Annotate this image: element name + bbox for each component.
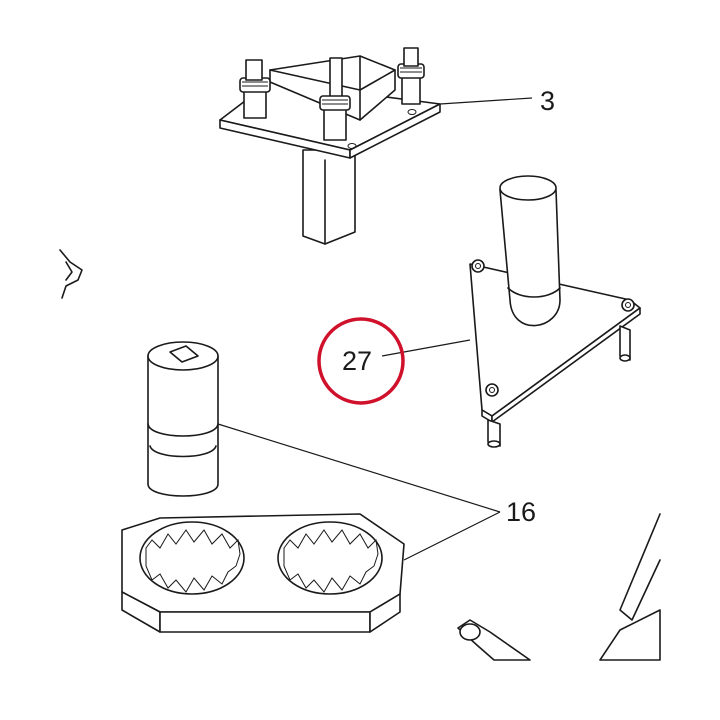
partial-part-bottom-right	[457, 513, 661, 661]
callout-3: 3	[540, 86, 555, 116]
part-27-triangle-tool	[469, 175, 641, 448]
callout-16: 16	[506, 497, 536, 527]
leader-line-16-lower	[403, 511, 501, 561]
partial-part-left	[59, 249, 83, 299]
highlight-circle	[317, 317, 405, 405]
callout-27: 27	[342, 346, 372, 376]
part-16-spline-plate	[121, 513, 405, 633]
leader-line-27	[381, 339, 471, 357]
part-16-socket	[147, 341, 219, 497]
leader-line-16-upper	[217, 423, 501, 513]
part-3-plate-assembly	[219, 47, 441, 245]
leader-line-3	[439, 97, 533, 105]
